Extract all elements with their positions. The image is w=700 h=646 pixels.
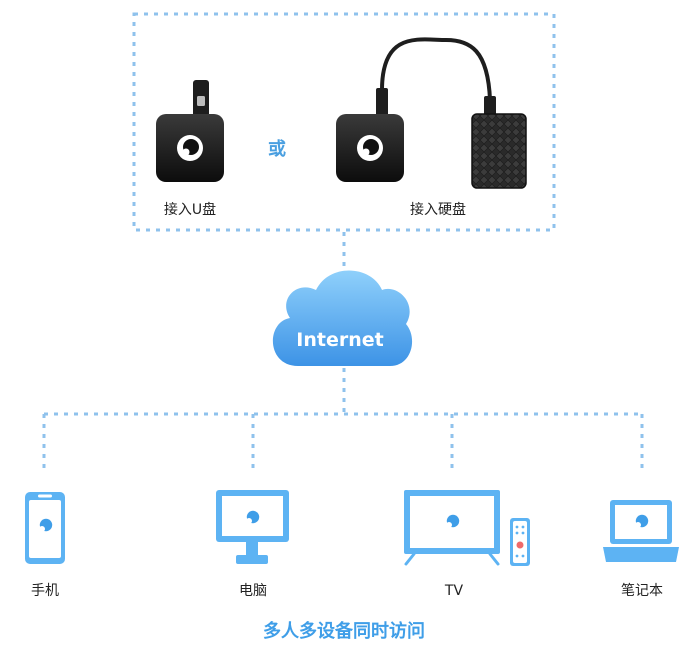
- monitor-icon: [216, 490, 289, 564]
- pc-label: 电脑: [239, 583, 267, 599]
- laptop-label: 笔记本: [621, 583, 663, 599]
- or-label: 或: [268, 138, 286, 160]
- usb-stick-icon: [193, 80, 209, 118]
- phone-label: 手机: [31, 583, 59, 599]
- hdd-label: 接入硬盘: [410, 201, 466, 218]
- hard-drive-icon: [471, 113, 527, 189]
- cloud-icon: [272, 270, 413, 366]
- remote-icon: [510, 518, 530, 566]
- phone-icon: [25, 492, 65, 564]
- media-box-icon: [156, 114, 224, 182]
- diagram-caption: 多人多设备同时访问: [263, 620, 425, 642]
- laptop-icon: [603, 500, 679, 562]
- media-box-icon: [336, 114, 404, 182]
- usb-cable: [380, 37, 492, 102]
- source-group-box: [132, 12, 556, 232]
- usb-label: 接入U盘: [164, 201, 216, 218]
- internet-label: Internet: [296, 329, 383, 351]
- tv-label: TV: [444, 583, 464, 599]
- tv-icon: [404, 490, 500, 566]
